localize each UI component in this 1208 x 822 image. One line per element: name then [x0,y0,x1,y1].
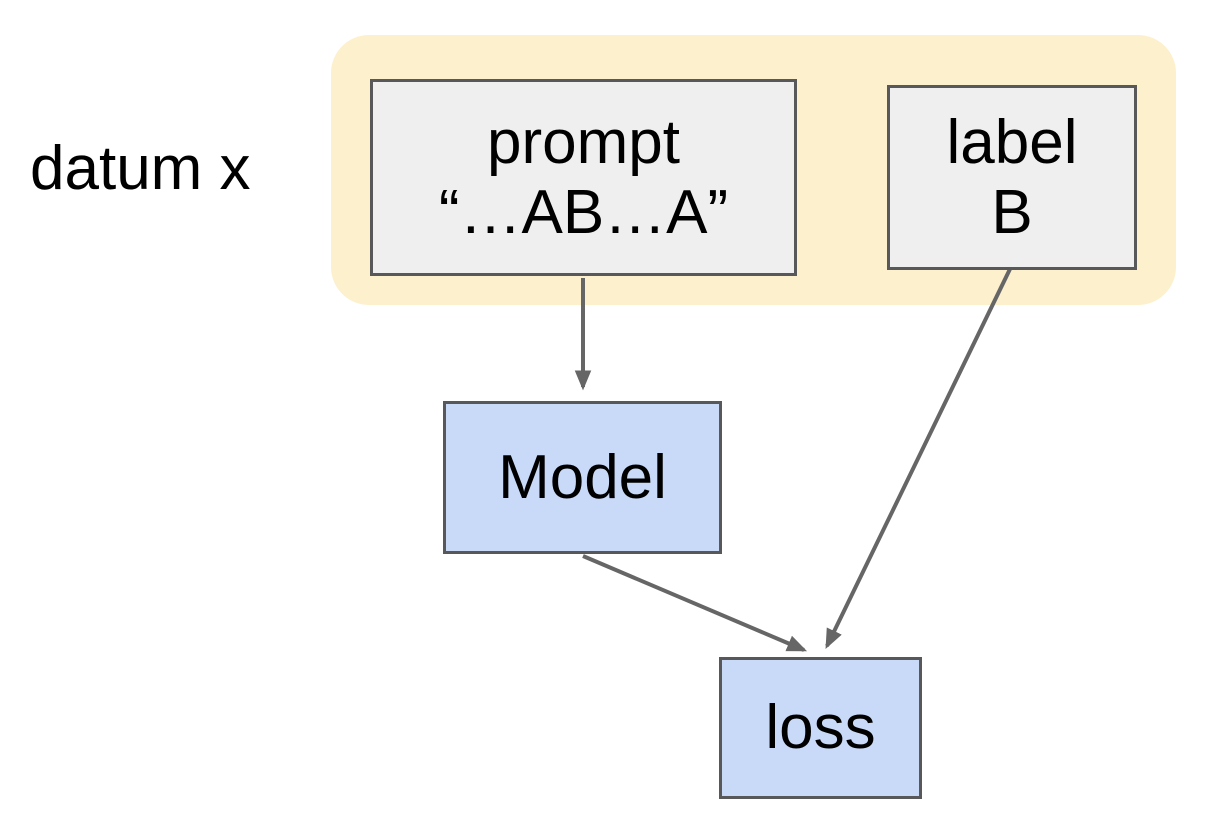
loss-node: loss [719,657,922,799]
arrow-label-to-loss [825,268,1012,649]
prompt-node-line2: “…AB…A” [438,177,729,247]
arrow-model-to-loss [582,554,808,652]
label-node-line2: B [991,177,1033,247]
prompt-node-line1: prompt [487,107,680,177]
label-node: label B [887,85,1137,270]
loss-node-text: loss [765,693,876,762]
model-node: Model [443,401,722,554]
prompt-node: prompt “…AB…A” [370,79,797,276]
datum-x-label: datum x [30,134,251,203]
label-node-line1: label [946,107,1078,177]
model-node-text: Model [498,442,667,512]
